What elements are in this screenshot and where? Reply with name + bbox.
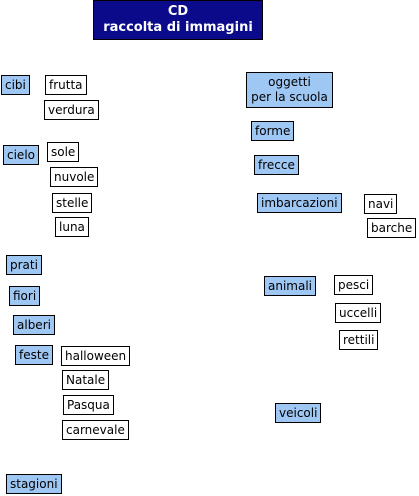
title-line-2: raccolta di immagini [103, 20, 253, 35]
item-pesci: pesci [334, 275, 374, 295]
item-frutta: frutta [45, 75, 87, 95]
item-luna: luna [55, 217, 89, 237]
category-alberi: alberi [13, 315, 55, 335]
title-line-1: CD [167, 4, 189, 19]
category-stagioni: stagioni [6, 474, 62, 494]
category-animali: animali [264, 276, 317, 296]
diagram-title: CD raccolta di immagini [93, 0, 263, 40]
item-halloween: halloween [61, 346, 131, 366]
item-rettili: rettili [339, 330, 379, 350]
category-imbarcazioni: imbarcazioni [257, 193, 342, 213]
item-carnevale: carnevale [62, 420, 129, 440]
item-barche: barche [367, 218, 417, 238]
category-cibi: cibi [1, 75, 30, 95]
category-veicoli: veicoli [275, 403, 322, 423]
category-cielo: cielo [3, 145, 39, 165]
category-prati: prati [6, 255, 42, 275]
item-natale: Natale [62, 370, 110, 390]
item-nuvole: nuvole [50, 167, 99, 187]
category-oggetti-line-1: oggetti [268, 75, 311, 89]
item-sole: sole [47, 142, 80, 162]
item-uccelli: uccelli [335, 303, 382, 323]
item-navi: navi [364, 194, 398, 214]
category-feste: feste [15, 345, 53, 365]
category-fiori: fiori [9, 286, 41, 306]
item-pasqua: Pasqua [63, 395, 114, 415]
category-oggetti-line-2: per la scuola [251, 90, 328, 104]
category-oggetti-per-la-scuola: oggetti per la scuola [246, 72, 333, 108]
category-forme: forme [251, 121, 295, 141]
category-frecce: frecce [254, 155, 299, 175]
item-stelle: stelle [52, 193, 93, 213]
item-verdura: verdura [44, 100, 99, 120]
